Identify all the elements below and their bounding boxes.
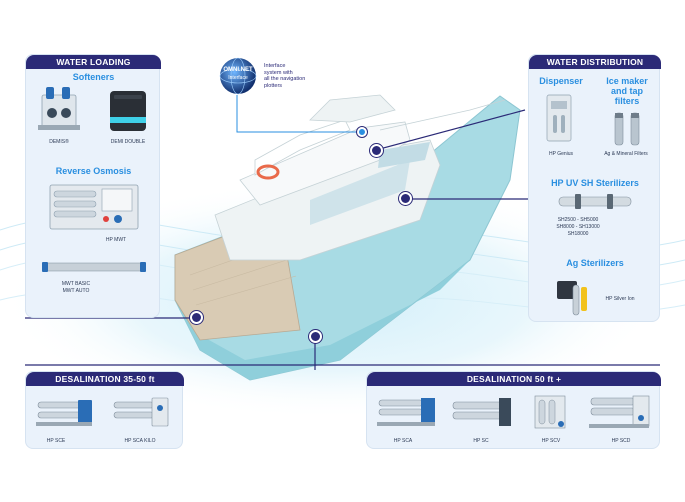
hp-scd-caption: HP SCD (611, 438, 631, 444)
location-dot-helm[interactable] (370, 144, 383, 157)
hp-sca-image (377, 398, 435, 426)
water-distribution-title: WATER DISTRIBUTION (529, 55, 661, 69)
demi-double-image (110, 91, 146, 131)
demis-caption: DEMIS® (49, 139, 69, 145)
hp-scd-image (589, 395, 650, 428)
hp-genius-caption: HP Genius (548, 151, 574, 157)
location-dot-cabin[interactable] (399, 192, 412, 205)
interface-desc-line: all the navigation (264, 76, 306, 82)
uv-sterilizers-title: HP UV SH Sterilizers (551, 178, 639, 188)
interface-description: Interface system with all the navigation… (264, 63, 305, 89)
mwt-basic-caption: MWT BASIC (61, 281, 91, 287)
water-loading-panel: WATER LOADING Softeners DEMIS® DEMI DOUB… (25, 54, 161, 318)
dispenser-title: Dispenser (539, 76, 583, 86)
demi-double-caption: DEMI DOUBLE (110, 139, 146, 145)
hp-sce-image (36, 400, 92, 426)
ice-maker-title-line: Ice maker (606, 76, 648, 86)
hp-scv-image (534, 395, 566, 429)
hp-sc-image (452, 398, 511, 426)
reverse-osmosis-title: Reverse Osmosis (55, 166, 132, 176)
ag-mineral-filters-image (614, 112, 640, 146)
desalination-large-title: DESALINATION 50 ft + (367, 372, 661, 386)
water-loading-title: WATER LOADING (26, 55, 161, 69)
uv-model-line: SH8000 - SH13000 (556, 224, 600, 230)
hp-sca-kilo-image (113, 397, 169, 427)
softeners-title: Softeners (72, 72, 115, 82)
ag-sterilizers-title: Ag Sterilizers (566, 258, 624, 268)
location-dot-console[interactable] (357, 127, 367, 137)
demis-softener-image (38, 87, 80, 130)
hp-silver-ion-image (557, 281, 587, 316)
water-distribution-panel: WATER DISTRIBUTION Dispenser Ice maker a… (528, 54, 661, 322)
uv-model-line: SH2500 - SH5000 (557, 217, 599, 223)
hp-genius-image (546, 94, 572, 142)
desalination-large-panel: DESALINATION 50 ft + HP SCA HP SC HP SCV (366, 371, 661, 449)
desalination-small-title: DESALINATION 35-50 ft (26, 372, 184, 386)
uv-sterilizer-image (558, 194, 632, 209)
location-dot-stern[interactable] (190, 311, 203, 324)
hp-mwt-image (49, 184, 139, 230)
ice-maker-title-line: and tap (610, 86, 643, 96)
hp-sce-caption: HP SCE (46, 438, 66, 444)
hp-mwt-caption: HP MWT (105, 237, 127, 243)
omni-net-globe-icon (219, 57, 257, 95)
mwt-auto-caption: MWT AUTO (62, 288, 90, 294)
ice-maker-title-line: filters (614, 96, 640, 106)
interface-desc-line: system with (264, 69, 293, 76)
hp-sc-caption: HP SC (473, 438, 489, 444)
interface-desc-line: plotters (264, 82, 283, 89)
hp-sca-caption: HP SCA (393, 438, 413, 444)
hp-scv-caption: HP SCV (541, 438, 561, 444)
desalination-small-panel: DESALINATION 35-50 ft HP SCE HP SCA KILO (25, 371, 184, 449)
hp-sca-kilo-caption: HP SCA KILO (124, 438, 156, 444)
hp-silver-ion-caption: HP Silver Ion (605, 296, 635, 302)
omni-net-logo-line1: OMNI.NET (223, 67, 253, 73)
omni-net-logo-line2: Interface (228, 75, 248, 81)
ag-mineral-filters-caption: Ag & Mineral Filters (604, 151, 648, 157)
uv-model-line: SH18000 (567, 231, 589, 237)
mwt-membrane-image (42, 262, 146, 272)
interface-desc-line: Interface (264, 63, 286, 69)
location-dot-keel[interactable] (309, 330, 322, 343)
